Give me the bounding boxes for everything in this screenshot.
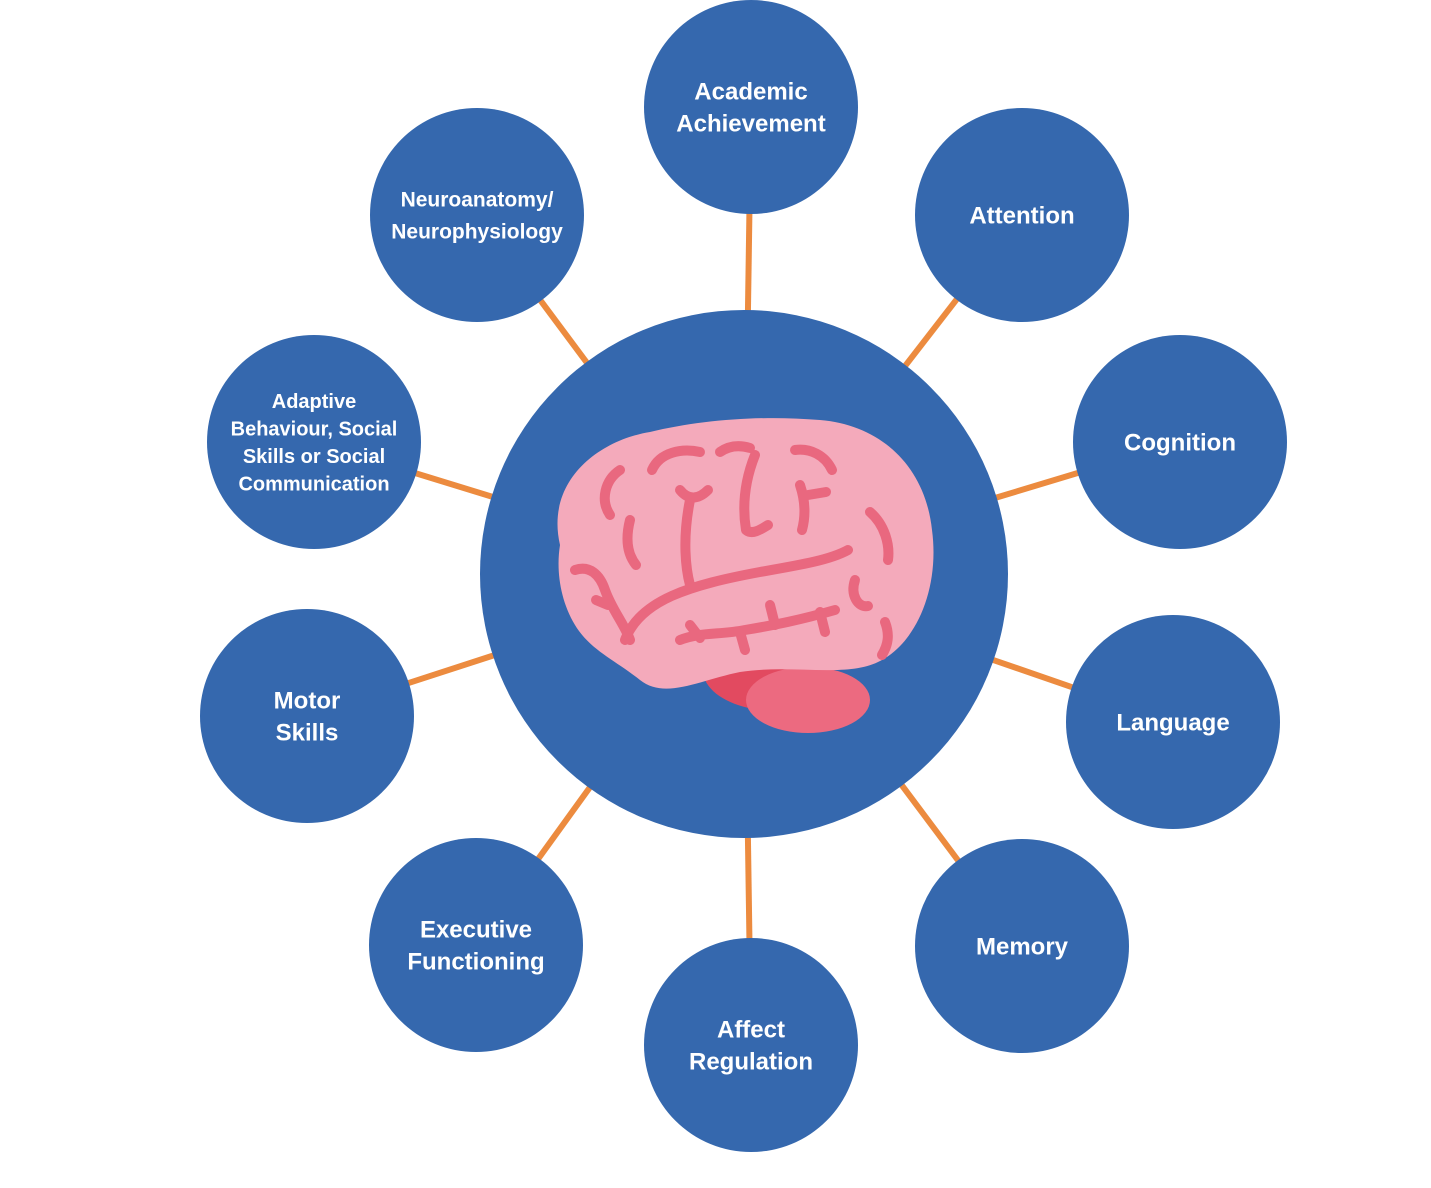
- node-label-line: Motor: [274, 687, 341, 714]
- node-label: Neuroanatomy/Neurophysiology: [391, 188, 563, 243]
- node-neuroanatomy: Neuroanatomy/Neurophysiology: [370, 108, 584, 322]
- cerebrum-shape: [557, 418, 934, 689]
- connector-neuroanatomy: [536, 295, 592, 368]
- connector-memory: [897, 780, 963, 866]
- node-label: Language: [1116, 709, 1229, 736]
- node-circle: [369, 838, 583, 1052]
- connector-attention: [900, 294, 962, 371]
- node-label-line: Executive: [420, 916, 532, 943]
- node-circle: [644, 938, 858, 1152]
- cerebellum-shape: [746, 667, 870, 733]
- node-label: Attention: [969, 202, 1074, 229]
- node-circle: [644, 0, 858, 214]
- connector-motor-skills: [404, 651, 498, 688]
- node-label-line: Behaviour, Social: [231, 418, 398, 440]
- node-label-line: Cognition: [1124, 429, 1236, 456]
- node-label-line: Regulation: [689, 1048, 813, 1075]
- node-label-line: Language: [1116, 709, 1229, 736]
- node-label-line: Skills: [276, 719, 339, 746]
- node-circle: [915, 108, 1129, 322]
- node-label-line: Communication: [238, 473, 389, 495]
- node-label-line: Affect: [717, 1016, 785, 1043]
- connector-language: [988, 655, 1077, 692]
- node-label-line: Functioning: [407, 948, 544, 975]
- brain-icon: [557, 418, 934, 733]
- node-label-line: Achievement: [676, 110, 825, 137]
- node-label-line: Neurophysiology: [391, 220, 563, 243]
- node-label-line: Academic: [694, 78, 807, 105]
- node-label-line: Memory: [976, 933, 1069, 960]
- node-label-line: Skills or Social: [243, 446, 385, 468]
- node-label-line: Neuroanatomy/: [401, 188, 554, 211]
- node-circle: [915, 839, 1129, 1053]
- brain-folds: [570, 441, 894, 660]
- node-cognition: Cognition: [1073, 335, 1287, 549]
- node-memory: Memory: [915, 839, 1129, 1053]
- connector-lines: [404, 209, 1083, 943]
- node-label: Memory: [976, 933, 1069, 960]
- node-language: Language: [1066, 615, 1280, 829]
- connector-adaptive-behaviour: [411, 469, 497, 501]
- node-label-line: Attention: [969, 202, 1074, 229]
- connector-cognition: [991, 468, 1083, 502]
- node-circle: [1066, 615, 1280, 829]
- node-label-line: Adaptive: [272, 391, 356, 413]
- center-hub: [480, 310, 1008, 838]
- connector-affect-regulation: [744, 833, 753, 943]
- node-circle: [370, 108, 584, 322]
- node-circle: [1073, 335, 1287, 549]
- connector-executive-functioning: [533, 783, 595, 864]
- node-circle: [200, 609, 414, 823]
- node-label: Cognition: [1124, 429, 1236, 456]
- node-attention: Attention: [915, 108, 1129, 322]
- node-circle: [207, 335, 421, 549]
- connector-academic-achievement: [744, 209, 753, 315]
